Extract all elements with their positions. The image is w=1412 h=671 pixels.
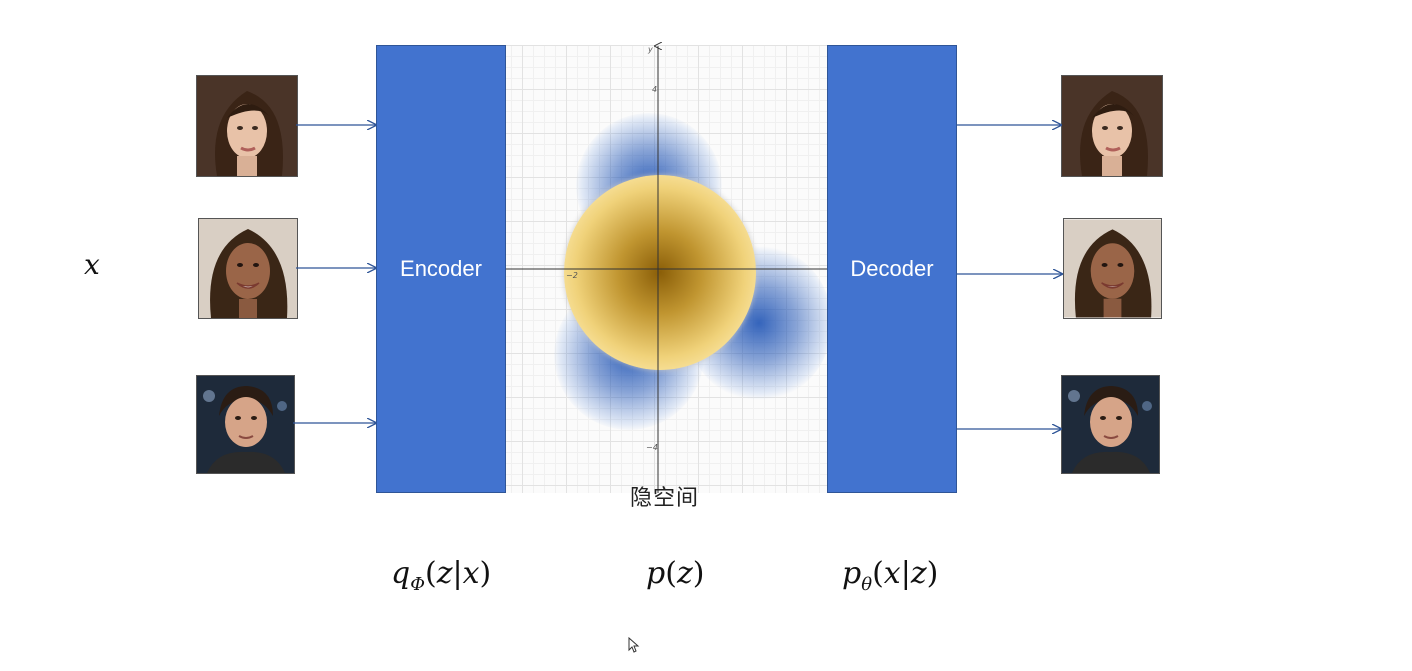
y-axis-label: y [648,45,653,54]
mouse-cursor-icon [628,637,640,653]
y-tick-bottom: −4 [646,443,658,452]
input-face-woman-1 [196,75,298,177]
latent-space-caption: 隐空间 [630,486,700,511]
prior-formula: p(z) [646,556,705,591]
output-face-woman-1 [1061,75,1163,177]
decoder-label: Decoder [850,256,934,281]
input-face-woman-2 [198,218,298,319]
x-tick-left: −2 [566,271,578,280]
decoder-block: Decoder [827,45,957,493]
output-face-man [1061,375,1160,474]
prior-distribution [564,175,756,370]
y-tick-top: 4 [652,85,658,94]
input-face-man [196,375,295,474]
encoder-label: Encoder [400,256,482,281]
decoder-formula: pθ(x|z) [842,556,939,595]
encoder-block: Encoder [376,45,506,493]
encoder-formula: qΦ(z|x) [391,556,492,595]
output-face-woman-2 [1063,218,1162,319]
input-variable-label: x [84,248,100,281]
